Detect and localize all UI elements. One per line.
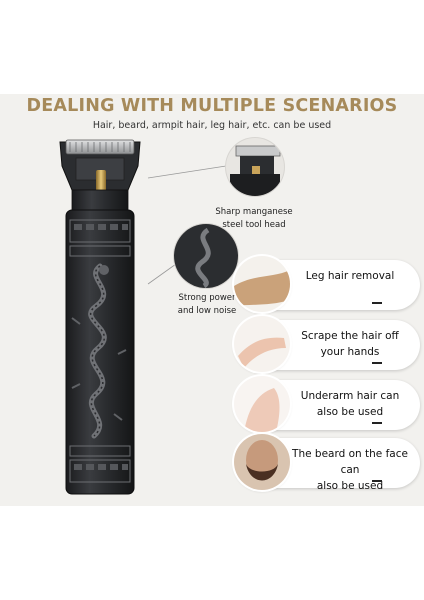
callout-tool-head: Sharp manganese steel tool head	[215, 207, 293, 230]
tool-head-closeup	[226, 138, 284, 196]
callout-power: Strong power and low noise	[177, 293, 237, 316]
divider-dash	[372, 422, 382, 424]
leg-thumbnail	[234, 256, 290, 312]
divider-dash	[372, 362, 382, 364]
scenario-leg-hair: Leg hair removal	[234, 256, 420, 312]
banner-title: DEALING WITH MULTIPLE SCENARIOS	[26, 96, 398, 116]
underarm-thumbnail	[234, 376, 290, 432]
trimmer-body	[65, 209, 135, 495]
trimmer-image	[59, 139, 227, 495]
product-banner: DEALING WITH MULTIPLE SCENARIOS Hair, be…	[0, 94, 424, 506]
banner-subtitle: Hair, beard, armpit hair, leg hair, etc.…	[92, 120, 332, 131]
beard-thumbnail	[234, 434, 290, 490]
divider-dash	[372, 302, 382, 304]
divider-dash	[372, 480, 382, 482]
arm-thumbnail	[234, 316, 290, 372]
engraving-closeup	[174, 224, 238, 288]
